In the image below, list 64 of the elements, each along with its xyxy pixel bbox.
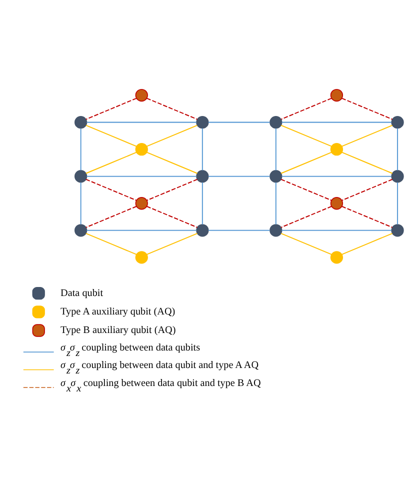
node-circle — [74, 116, 88, 129]
node-circle — [391, 116, 404, 129]
node-circle — [270, 224, 282, 237]
node-circle — [135, 88, 148, 102]
node-circle — [270, 170, 282, 183]
legend-label: Data qubit — [60, 288, 104, 299]
connector — [282, 122, 392, 123]
connector — [86, 232, 137, 255]
connector — [282, 176, 392, 177]
node-circle — [391, 170, 404, 183]
node-circle — [391, 224, 404, 237]
connector — [342, 124, 393, 147]
connector — [86, 122, 196, 123]
connector — [280, 232, 332, 255]
connector — [275, 182, 276, 224]
connector — [202, 128, 203, 170]
connector — [208, 176, 270, 177]
connector — [208, 230, 270, 231]
connector — [146, 98, 198, 120]
connector — [80, 182, 82, 224]
connector — [208, 122, 270, 123]
node-circle — [135, 143, 148, 156]
node-circle — [330, 143, 344, 156]
connector — [280, 98, 332, 120]
connector — [397, 182, 398, 224]
connector — [280, 206, 332, 228]
connector — [282, 230, 392, 231]
node-circle — [196, 224, 209, 237]
node-circle — [74, 224, 88, 237]
connector — [86, 124, 137, 147]
connector — [342, 178, 393, 201]
connector — [146, 206, 198, 228]
connector — [146, 124, 198, 147]
connector — [146, 178, 198, 201]
connector — [146, 152, 198, 174]
node-circle — [330, 197, 344, 210]
node-circle — [135, 197, 148, 210]
connector — [342, 152, 393, 174]
node-circle — [196, 116, 209, 129]
node-circle — [196, 170, 209, 183]
connector — [280, 124, 332, 147]
connector — [397, 128, 398, 170]
node-circle — [330, 251, 344, 264]
connector — [280, 152, 332, 174]
connector — [275, 128, 276, 170]
node-circle — [270, 116, 282, 129]
node-circle — [330, 88, 344, 102]
legend-label: Type A auxiliary qubit (AQ) — [60, 306, 176, 318]
connector — [86, 206, 137, 228]
legend-label: Type B auxiliary qubit (AQ) — [60, 325, 176, 336]
connector — [86, 230, 196, 231]
connector — [86, 98, 137, 120]
connector — [86, 178, 137, 201]
connector — [202, 182, 203, 224]
connector — [86, 152, 137, 174]
connector — [342, 98, 393, 120]
node-circle — [135, 251, 148, 264]
connector — [86, 176, 196, 177]
connector — [280, 178, 332, 201]
connector — [146, 232, 198, 255]
node-circle — [74, 170, 88, 183]
connector — [80, 128, 82, 170]
connector — [342, 206, 393, 228]
connector — [342, 232, 393, 255]
